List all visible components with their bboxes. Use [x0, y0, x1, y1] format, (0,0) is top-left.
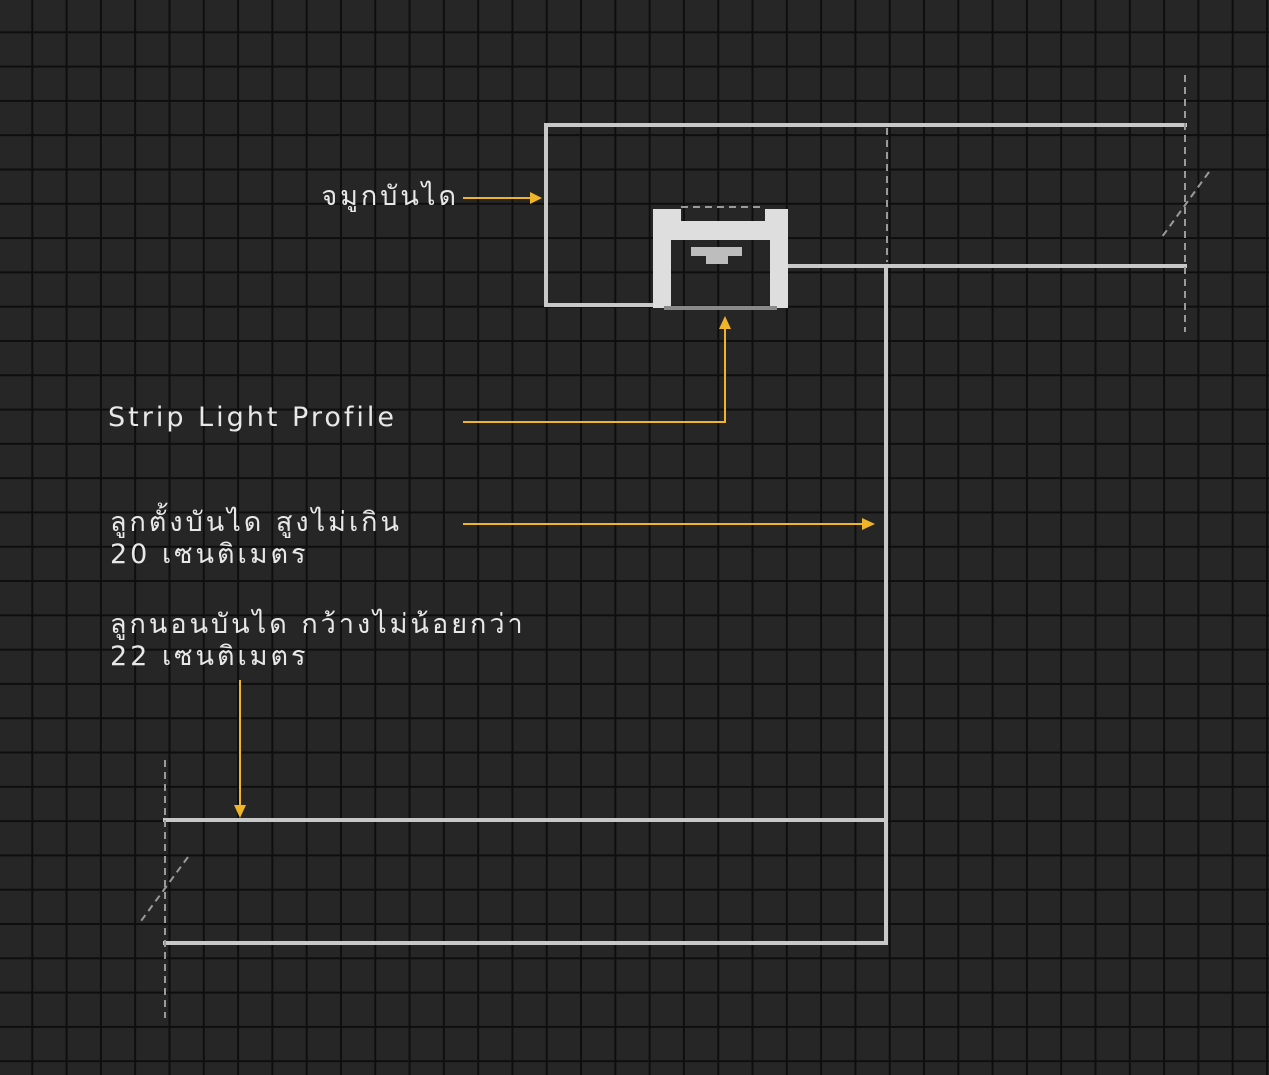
riser-label-line2: 20 เซนติเมตร	[110, 539, 309, 570]
strip-light-profile-label: Strip Light Profile	[108, 402, 397, 433]
tread-label-line1: ลูกนอนบันได กว้างไม่น้อยกว่า	[110, 609, 526, 640]
riser-arrowhead	[862, 518, 875, 530]
left-break-slash	[140, 856, 189, 922]
right-break-slash	[1161, 171, 1210, 238]
break-line-left	[140, 760, 189, 1018]
nosing-leader	[463, 192, 542, 204]
strip-light-profile-shape	[653, 206, 788, 310]
led-strip-chip	[706, 256, 728, 264]
break-line-right	[1161, 75, 1210, 332]
nosing-arrowhead	[530, 192, 542, 204]
upper-step-outline	[544, 123, 1187, 307]
tread-label-line2: 22 เซนติเมตร	[110, 641, 309, 672]
tread-arrowhead	[234, 805, 246, 818]
tread-label-group: ลูกนอนบันได กว้างไม่น้อยกว่า 22 เซนติเมต…	[110, 609, 526, 673]
nosing-label: จมูกบันได	[321, 181, 459, 212]
riser-leader	[463, 518, 875, 530]
profile-arrowhead	[719, 316, 731, 329]
riser-label-group: ลูกตั้งบันได สูงไม่เกิน 20 เซนติเมตร	[110, 507, 402, 571]
profile-channel-body	[653, 209, 788, 308]
upper-step	[544, 123, 1187, 307]
tread-leader	[234, 680, 246, 818]
riser-label-line1: ลูกตั้งบันได สูงไม่เกิน	[110, 507, 402, 538]
riser-line	[163, 266, 888, 945]
riser-and-lower-tread	[163, 266, 888, 945]
profile-leader	[463, 316, 731, 423]
led-strip-base	[691, 247, 742, 256]
profile-leader-line	[463, 328, 726, 423]
